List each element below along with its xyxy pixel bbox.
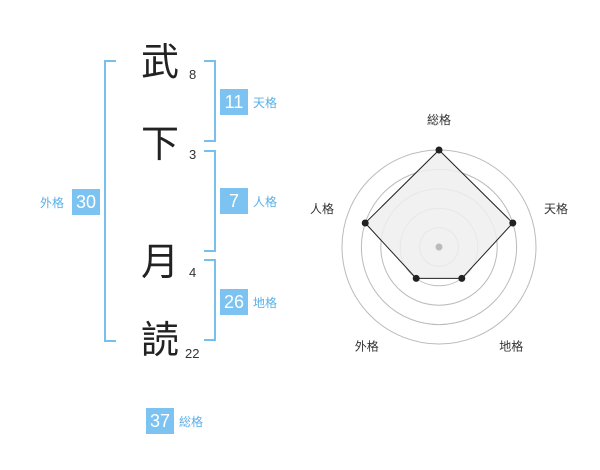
radar-point-5 xyxy=(361,219,369,227)
radar-point-1 xyxy=(435,146,443,154)
radar-axis-label: 地格 xyxy=(499,339,523,354)
radar-point-3 xyxy=(458,274,466,282)
jinkaku-badge: 7 xyxy=(220,188,248,214)
stroke-count-3: 4 xyxy=(189,265,197,280)
chikaku-badge: 26 xyxy=(220,289,248,315)
gaikaku-bracket xyxy=(104,60,116,342)
gaikaku-label: 外格 xyxy=(40,196,65,210)
gaikaku-badge: 30 xyxy=(72,189,100,215)
name-char-2: 下 xyxy=(141,122,180,166)
jinkaku-bracket xyxy=(204,150,216,252)
tenkaku-bracket xyxy=(204,60,216,142)
radar-point-2 xyxy=(509,219,517,227)
jinkaku-label: 人格 xyxy=(253,195,278,209)
name-char-1: 武 xyxy=(141,40,180,84)
stroke-count-4: 22 xyxy=(185,346,200,361)
radar-axis-label: 外格 xyxy=(355,339,379,354)
radar-axis-label: 総格 xyxy=(427,112,451,127)
tenkaku-label: 天格 xyxy=(253,96,278,110)
radar-axis-label: 人格 xyxy=(310,201,334,216)
radar-center-dot xyxy=(435,243,443,251)
radar-data-polygon xyxy=(364,149,514,279)
chikaku-label: 地格 xyxy=(253,296,278,310)
name-char-4: 読 xyxy=(141,318,180,362)
name-char-3: 月 xyxy=(141,240,180,284)
stroke-count-2: 3 xyxy=(189,147,197,162)
tenkaku-badge: 11 xyxy=(220,89,248,115)
radar-axis-label: 天格 xyxy=(544,201,568,216)
chikaku-bracket xyxy=(204,259,216,341)
soukaku-badge: 37 xyxy=(146,408,174,434)
radar-point-4 xyxy=(412,274,420,282)
soukaku-label: 総格 xyxy=(179,415,204,429)
stroke-count-1: 8 xyxy=(189,67,197,82)
